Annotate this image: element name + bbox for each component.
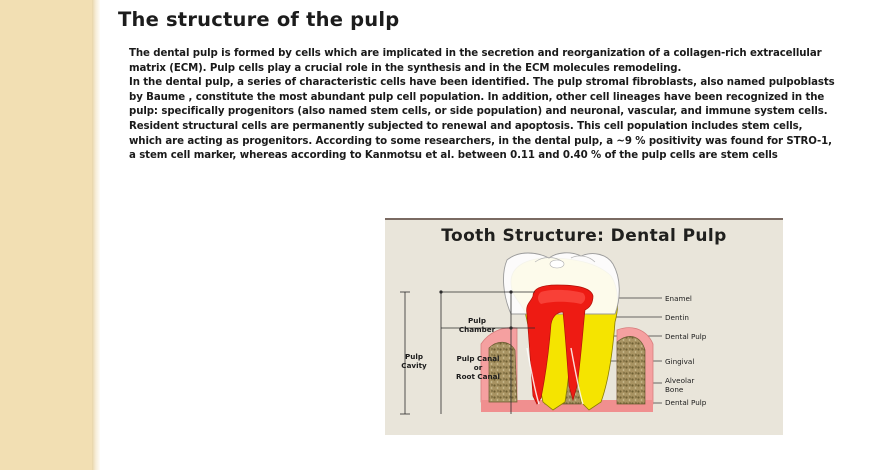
alveolar-bone-left — [488, 341, 518, 403]
measurement-brackets — [400, 291, 535, 415]
figure-title: Tooth Structure: Dental Pulp — [441, 226, 727, 246]
body-paragraph-2: In the dental pulp, a series of characte… — [129, 77, 835, 162]
bracket-dots — [439, 290, 513, 330]
callout-label-alveolar-bone: Alveolar Bone — [665, 376, 695, 394]
callout-label-dental-pulp-upper: Dental Pulp — [665, 332, 707, 341]
sidebar-decorative-band — [0, 0, 92, 470]
body-paragraph-1: The dental pulp is formed by cells which… — [129, 48, 822, 74]
pulp-highlight — [538, 289, 586, 304]
figure-panel: Tooth Structure: Dental Pulp — [385, 218, 783, 435]
tooth-anatomy-illustration — [400, 252, 662, 415]
callout-label-dental-pulp-lower: Dental Pulp — [665, 398, 707, 407]
sidebar-band-edge — [92, 0, 100, 470]
callout-label-dentin: Dentin — [665, 313, 689, 322]
callout-label-gingival: Gingival — [665, 357, 695, 366]
callout-label-enamel: Enamel — [665, 294, 692, 303]
tooth-diagram: Pulp Cavity Pulp Chamber Pulp Canal or R… — [385, 252, 783, 435]
label-pulp-chamber: Pulp Chamber — [458, 316, 496, 334]
gingiva-base — [481, 400, 653, 412]
body-text-block: The dental pulp is formed by cells which… — [129, 47, 835, 164]
label-pulp-cavity: Pulp Cavity — [401, 352, 427, 370]
page-title: The structure of the pulp — [118, 8, 400, 31]
alveolar-bone-right — [616, 336, 646, 405]
periodontal-ligament — [526, 347, 584, 405]
label-pulp-canal: Pulp Canal or Root Canal — [456, 354, 500, 381]
